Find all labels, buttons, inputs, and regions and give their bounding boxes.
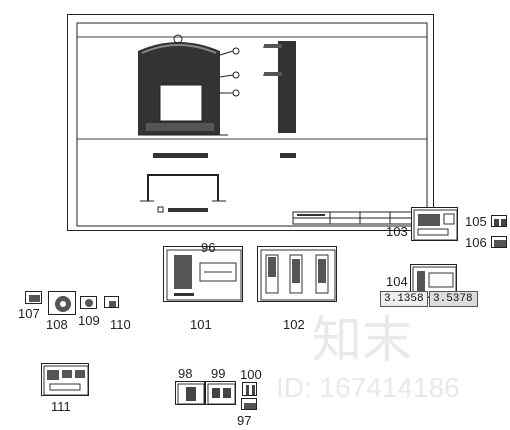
- sheet-110-drawing: [109, 301, 116, 307]
- sheet-109-drawing: [85, 299, 93, 307]
- sheet-label-96: 96: [201, 240, 216, 255]
- sheet-108-drawing: [55, 296, 71, 312]
- sheet-label-101: 101: [190, 317, 212, 332]
- sheet-thumbnail-106[interactable]: [491, 236, 507, 248]
- sheet-103-drawing: [413, 209, 457, 240]
- sheet-107-drawing: [29, 295, 40, 302]
- sheet-label-110: 110: [110, 317, 131, 332]
- sheet-thumbnail-99[interactable]: [205, 381, 236, 405]
- sheet-label-106: 106: [465, 235, 487, 250]
- sheet-label-97: 97: [237, 413, 252, 428]
- sheet-102-drawing: [260, 249, 336, 301]
- sheet-thumbnail-108[interactable]: [48, 291, 76, 315]
- sheet-label-108: 108: [46, 317, 68, 332]
- sheet-thumbnail-109[interactable]: [80, 296, 97, 309]
- cursor-y-readout[interactable]: 3.5378: [429, 291, 478, 307]
- sheet-104-drawing: [412, 266, 456, 297]
- sheet-label-107: 107: [18, 306, 40, 321]
- watermark-brand: 知末: [312, 311, 412, 369]
- sheet-label-104: 104: [386, 274, 408, 289]
- sheet-label-98: 98: [178, 366, 193, 381]
- sheet-label-99: 99: [211, 366, 226, 381]
- main-drawing-sheet[interactable]: [67, 14, 434, 231]
- sheet-thumbnail-107[interactable]: [25, 291, 42, 304]
- sheet-111-drawing: [43, 365, 88, 395]
- main-elevation-drawing: [76, 22, 428, 227]
- sheet-thumbnail-102[interactable]: [257, 246, 337, 302]
- sheet-thumbnail-111[interactable]: [41, 363, 89, 396]
- sheet-label-103: 103: [386, 224, 408, 239]
- sheet-thumbnail-98[interactable]: [175, 381, 205, 405]
- sheet-101-drawing: [166, 249, 242, 301]
- sheet-label-109: 109: [78, 313, 100, 328]
- sheet-thumbnail-110[interactable]: [104, 296, 119, 308]
- sheet-label-102: 102: [283, 317, 305, 332]
- sheet-106-drawing: [494, 240, 506, 247]
- sheet-thumbnail-100[interactable]: [242, 382, 257, 396]
- sheet-thumbnail-105[interactable]: [491, 215, 507, 227]
- sheet-100-drawing: [246, 385, 255, 395]
- watermark-id: ID: 167414186: [276, 372, 460, 403]
- sheet-99-drawing: [207, 383, 235, 404]
- sheet-label-100: 100: [240, 367, 262, 382]
- sheet-thumbnail-101[interactable]: [163, 246, 243, 302]
- sheet-98-drawing: [177, 383, 204, 404]
- sheet-thumbnail-103[interactable]: [411, 207, 458, 241]
- sheet-label-111: 111: [51, 399, 71, 414]
- sheet-thumbnail-97[interactable]: [241, 398, 257, 410]
- sheet-97-drawing: [244, 403, 256, 409]
- cursor-x-readout[interactable]: 3.1358: [380, 291, 428, 307]
- sheet-105-drawing: [494, 219, 506, 226]
- sheet-label-105: 105: [465, 214, 487, 229]
